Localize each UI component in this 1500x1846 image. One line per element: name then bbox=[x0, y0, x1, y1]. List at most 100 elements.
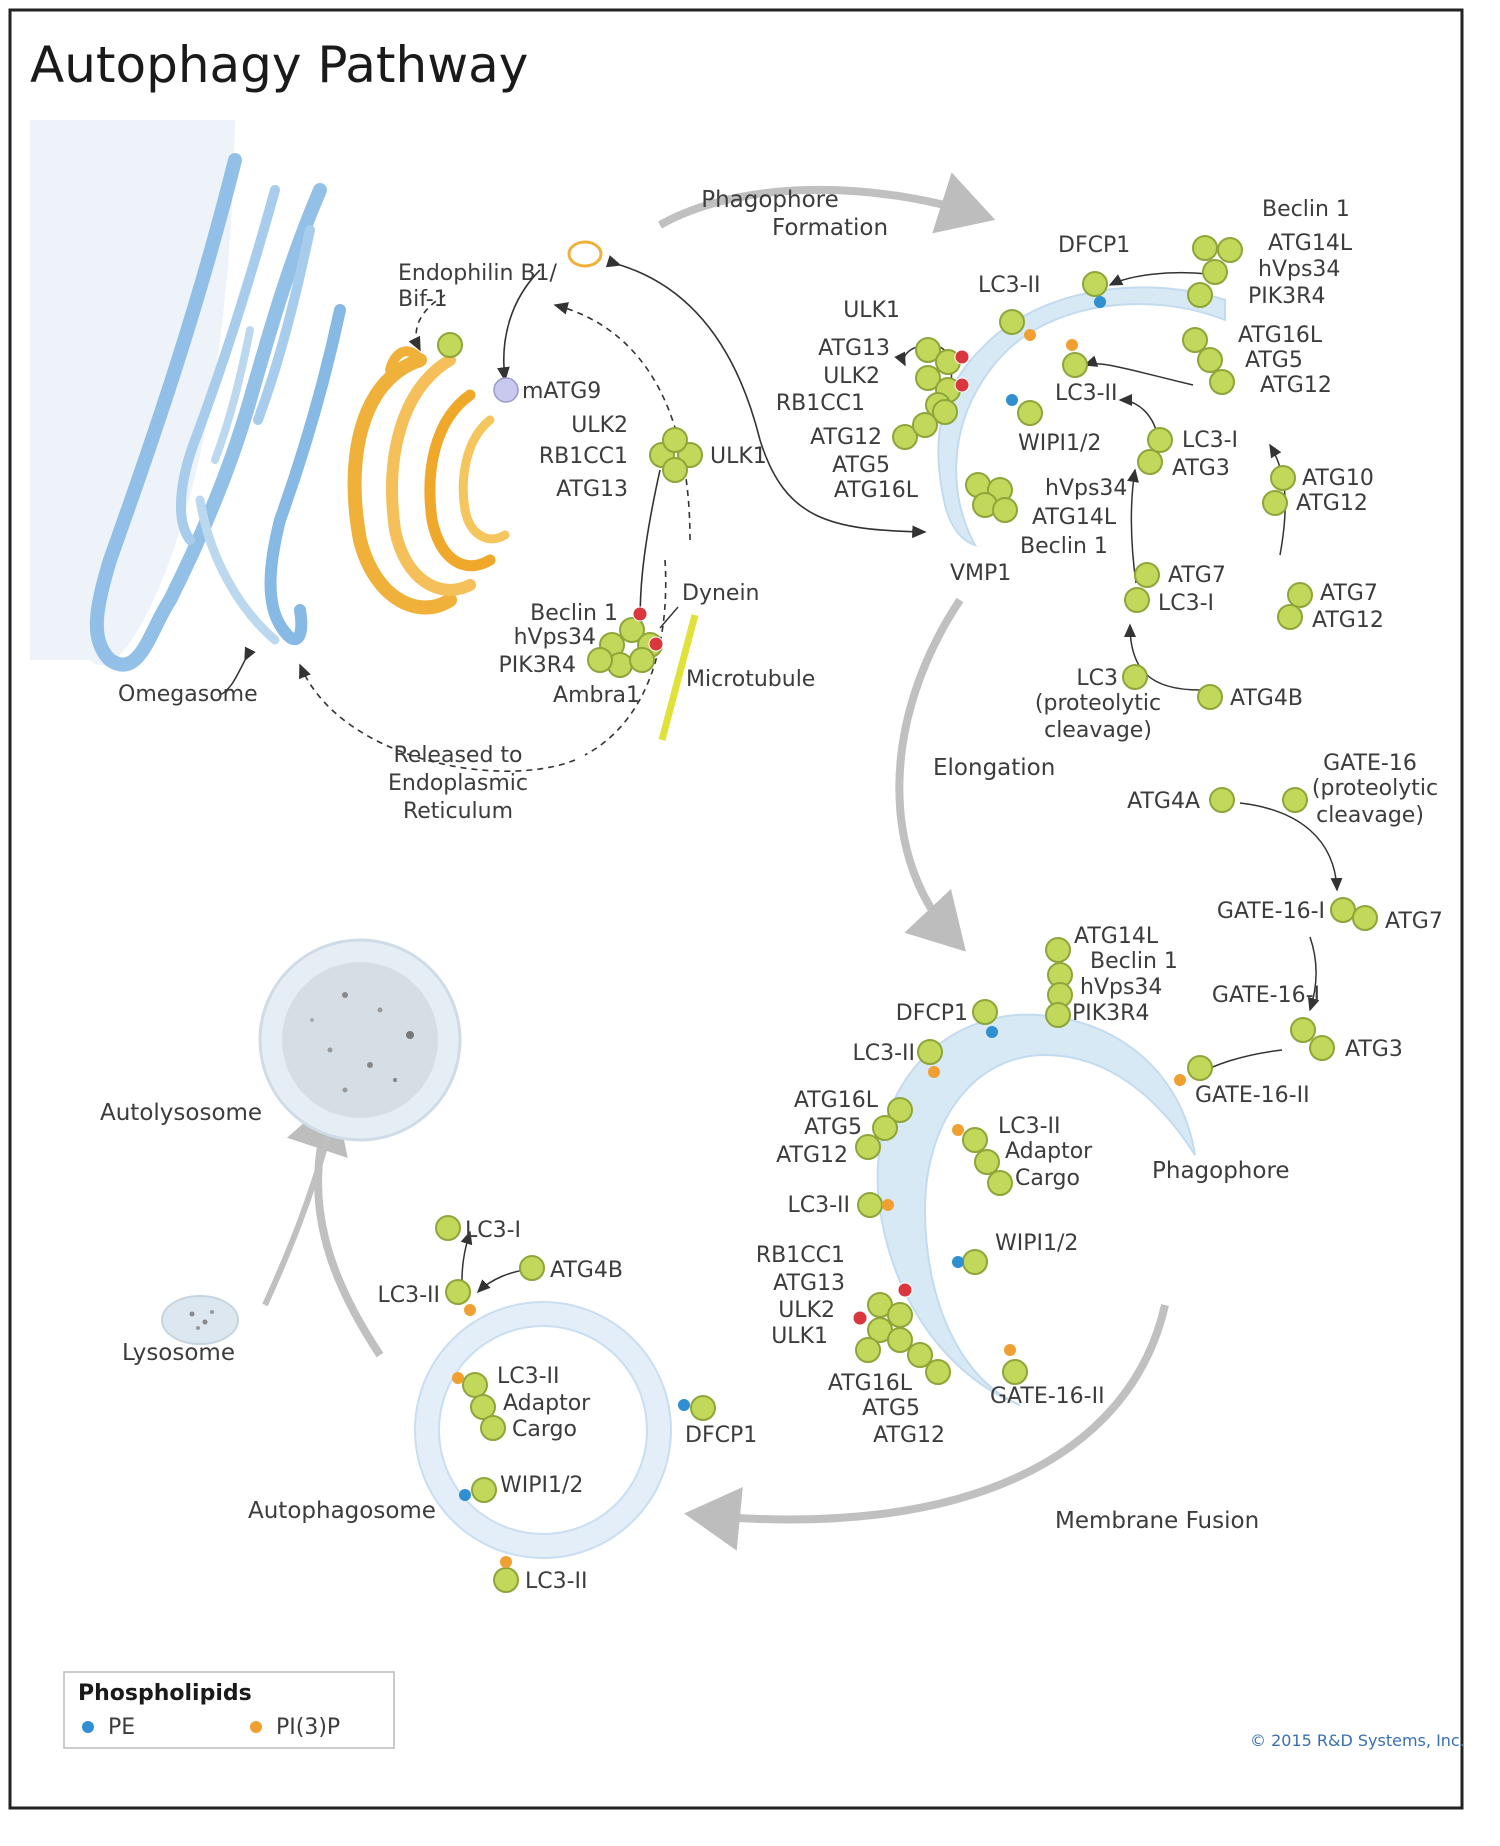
wipi-a-pe bbox=[459, 1489, 471, 1501]
label-atg12: ATG12 bbox=[810, 425, 882, 450]
label-atg7: ATG7 bbox=[1320, 581, 1378, 606]
atg7-g-protein bbox=[1352, 905, 1378, 931]
ulk1-u-protein bbox=[915, 337, 941, 363]
label-rb1cc1: RB1CC1 bbox=[776, 391, 865, 416]
label-vmp1: VMP1 bbox=[950, 561, 1011, 586]
label-dfcp1: DFCP1 bbox=[685, 1423, 757, 1448]
label-dfcp1: DFCP1 bbox=[1058, 233, 1130, 258]
label-atg4b: ATG4B bbox=[550, 1258, 623, 1283]
lc3-ii-cargo-pi3p bbox=[952, 1124, 964, 1136]
legend-pi3p: PI(3)P bbox=[276, 1715, 340, 1740]
legend-title: Phospholipids bbox=[78, 1681, 252, 1706]
endophilin-vesicle bbox=[567, 240, 603, 268]
atg7-r-protein bbox=[1287, 582, 1313, 608]
atg12-10-protein bbox=[1262, 490, 1288, 516]
atg12-l-protein bbox=[855, 1134, 881, 1160]
label-ulk1: ULK1 bbox=[771, 1324, 828, 1349]
label-atg12: ATG12 bbox=[776, 1143, 848, 1168]
gate16-ii-r-protein bbox=[1187, 1055, 1213, 1081]
label-lc3-ii: LC3-II bbox=[1055, 381, 1118, 406]
label-atg7: ATG7 bbox=[1168, 563, 1226, 588]
phagophore-formation-arrow bbox=[658, 172, 996, 234]
label-atg13: ATG13 bbox=[773, 1271, 845, 1296]
autolysosome-label: Autolysosome bbox=[100, 1100, 262, 1126]
dfcp1-a-pe bbox=[678, 1399, 690, 1411]
label-lc3-ii: LC3-II bbox=[852, 1041, 915, 1066]
atg4b-a-protein bbox=[519, 1255, 545, 1281]
label-atg16l: ATG16L bbox=[828, 1371, 913, 1396]
label-hvps34: hVps34 bbox=[1080, 975, 1162, 1000]
label-ulk2: ULK2 bbox=[823, 364, 880, 389]
lc3-ii-a-pi3p bbox=[464, 1304, 476, 1316]
lc3-ii-l-protein bbox=[917, 1039, 943, 1065]
released-label-1: Released to bbox=[393, 743, 522, 768]
autophagosome-label: Autophagosome bbox=[248, 1498, 436, 1524]
label-atg14l: ATG14L bbox=[1268, 231, 1353, 256]
label-lc3-i: LC3-I bbox=[465, 1218, 521, 1243]
lc3-ii-l2-pi3p bbox=[882, 1199, 894, 1211]
beclin1-r-protein bbox=[1192, 235, 1218, 261]
label-gate16: GATE-16 bbox=[1323, 751, 1417, 776]
omegasome-label: Omegasome bbox=[118, 646, 258, 707]
label-atg12: ATG12 bbox=[1260, 373, 1332, 398]
pik3r4-l-protein bbox=[1045, 1002, 1071, 1028]
label-lc3-ii: LC3-II bbox=[377, 1283, 440, 1308]
label-atg4b: ATG4B bbox=[1230, 686, 1303, 711]
label-cargo: Cargo bbox=[512, 1417, 577, 1442]
label-lc3-ii: LC3-II bbox=[998, 1114, 1061, 1139]
dfcp1-l-pe bbox=[986, 1026, 998, 1038]
label-gate16-cleave-2: (proteolytic bbox=[1312, 776, 1438, 801]
atg12-u-protein bbox=[892, 424, 918, 450]
phosphorylation-mark bbox=[954, 377, 970, 393]
atg16l-u-protein bbox=[932, 399, 958, 425]
label-lc3-cleave-1: LC3 bbox=[1076, 666, 1118, 691]
label-atg12: ATG12 bbox=[873, 1423, 945, 1448]
atg13-protein bbox=[662, 457, 688, 483]
label-ulk2: ULK2 bbox=[571, 413, 628, 438]
label-atg16l: ATG16L bbox=[794, 1088, 879, 1113]
atg3-protein bbox=[1137, 449, 1163, 475]
wipi-pe bbox=[1006, 394, 1018, 406]
atg5-u-protein bbox=[912, 412, 938, 438]
label-wipi: WIPI1/2 bbox=[995, 1231, 1078, 1256]
ulk1-l-protein bbox=[855, 1337, 881, 1363]
label-rb1cc1: RB1CC1 bbox=[539, 444, 628, 469]
label-atg16l: ATG16L bbox=[834, 478, 919, 503]
atg14l-l-protein bbox=[1045, 937, 1071, 963]
label-atg7: ATG7 bbox=[1385, 909, 1443, 934]
wipi-protein bbox=[1017, 400, 1043, 426]
atg3-g-a-protein bbox=[1290, 1017, 1316, 1043]
atg16l-r-protein bbox=[1182, 327, 1208, 353]
dfcp1-l-protein bbox=[972, 999, 998, 1025]
label-wipi: WIPI1/2 bbox=[1018, 431, 1101, 456]
atg4a-protein bbox=[1209, 787, 1235, 813]
atg16l-l2-protein bbox=[887, 1327, 913, 1353]
lc3-ii-l2-protein bbox=[857, 1192, 883, 1218]
label-atg16l: ATG16L bbox=[1238, 323, 1323, 348]
label-pik3r4: PIK3R4 bbox=[1248, 284, 1325, 309]
early-phagophore-membrane bbox=[937, 286, 1226, 547]
cargo-a-protein bbox=[480, 1415, 506, 1441]
label-adaptor: Adaptor bbox=[503, 1391, 591, 1416]
wipi-l-pe bbox=[952, 1256, 964, 1268]
released-label-3: Reticulum bbox=[403, 799, 513, 824]
ulk2-u-protein bbox=[915, 365, 941, 391]
released-label-2: Endoplasmic bbox=[388, 771, 528, 796]
lysosome bbox=[161, 1295, 239, 1345]
phosphorylation-mark bbox=[954, 349, 970, 365]
dfcp1-a-protein bbox=[690, 1395, 716, 1421]
lc3-i-7-protein bbox=[1124, 587, 1150, 613]
lc3-ii-ac-protein bbox=[462, 1372, 488, 1398]
diagram-title: Autophagy Pathway bbox=[30, 36, 528, 94]
label-gate16-ii: GATE-16-II bbox=[990, 1384, 1105, 1409]
lc3-ii-a-protein bbox=[445, 1279, 471, 1305]
legend-pe: PE bbox=[108, 1715, 135, 1740]
label-atg12: ATG12 bbox=[1312, 608, 1384, 633]
beclin1-b-protein bbox=[619, 617, 645, 643]
label-lc3-ii: LC3-II bbox=[978, 273, 1041, 298]
label-adaptor: Adaptor bbox=[1005, 1139, 1093, 1164]
lc3-ii-l-pi3p bbox=[928, 1066, 940, 1078]
label-ulk2: ULK2 bbox=[778, 1298, 835, 1323]
label-pik3r4: PIK3R4 bbox=[1072, 1001, 1149, 1026]
atg12-r-protein bbox=[1209, 369, 1235, 395]
